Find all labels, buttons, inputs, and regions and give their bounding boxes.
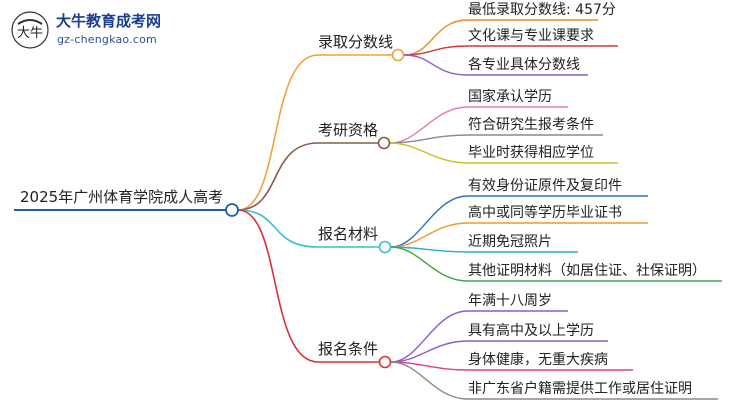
branch-label: 录取分数线 (318, 33, 394, 51)
branch-connector (237, 54, 319, 211)
leaf-connector (403, 45, 469, 56)
leaf-connector (390, 246, 469, 282)
leaf-label: 有效身份证原件及复印件 (468, 178, 622, 194)
leaf-connector (390, 195, 469, 248)
leaf-label: 其他证明材料（如居住证、社保证明） (468, 263, 706, 279)
leaf-label: 符合研究生报考条件 (468, 117, 594, 133)
leaf-connector (389, 134, 469, 144)
root-node (225, 203, 239, 217)
leaf-connector (403, 54, 469, 76)
branch-node (391, 48, 405, 62)
leaf-label: 国家承认学历 (468, 89, 552, 105)
branch-label: 报名条件 (318, 340, 379, 358)
site-logo[interactable]: 大牛 大牛教育成考网 gz-chengkao.com (4, 4, 174, 52)
leaf-connector (389, 142, 469, 164)
leaf-label: 非广东省户籍需提供工作或居住证明 (468, 381, 692, 397)
branch-connector (237, 142, 319, 211)
logo-url: gz-chengkao.com (57, 33, 157, 46)
branch-label: 考研资格 (318, 121, 379, 139)
branch-node (378, 355, 392, 369)
leaf-label: 身体健康，无重大疾病 (468, 352, 608, 368)
root-topic: 2025年广州体育学院成人高考 (20, 188, 224, 206)
branch-connector (237, 209, 319, 248)
leaf-connector (390, 310, 469, 363)
leaf-connector (390, 222, 469, 248)
leaf-connector (390, 361, 469, 400)
leaf-label: 近期免冠照片 (468, 234, 552, 250)
leaf-connector (390, 340, 469, 363)
leaf-connector (390, 361, 469, 371)
leaf-label: 高中或同等学历毕业证书 (468, 205, 622, 221)
leaf-connector (389, 106, 469, 144)
leaf-label: 文化课与专业课要求 (468, 28, 594, 44)
leaf-label: 毕业时获得相应学位 (468, 145, 594, 161)
branch-node (377, 136, 391, 150)
leaf-label: 年满十八周岁 (468, 293, 552, 309)
bull-logo-icon: 大牛 (11, 11, 49, 49)
logo-name: 大牛教育成考网 (56, 12, 162, 30)
branch-label: 报名材料 (318, 225, 379, 243)
leaf-label: 最低录取分数线: 457分 (468, 2, 616, 18)
leaf-label: 各专业具体分数线 (468, 57, 580, 73)
branch-node (378, 240, 392, 254)
branch-connector (237, 209, 319, 363)
leaf-label: 具有高中及以上学历 (468, 323, 594, 339)
logo-mark-text: 大牛 (17, 26, 43, 41)
